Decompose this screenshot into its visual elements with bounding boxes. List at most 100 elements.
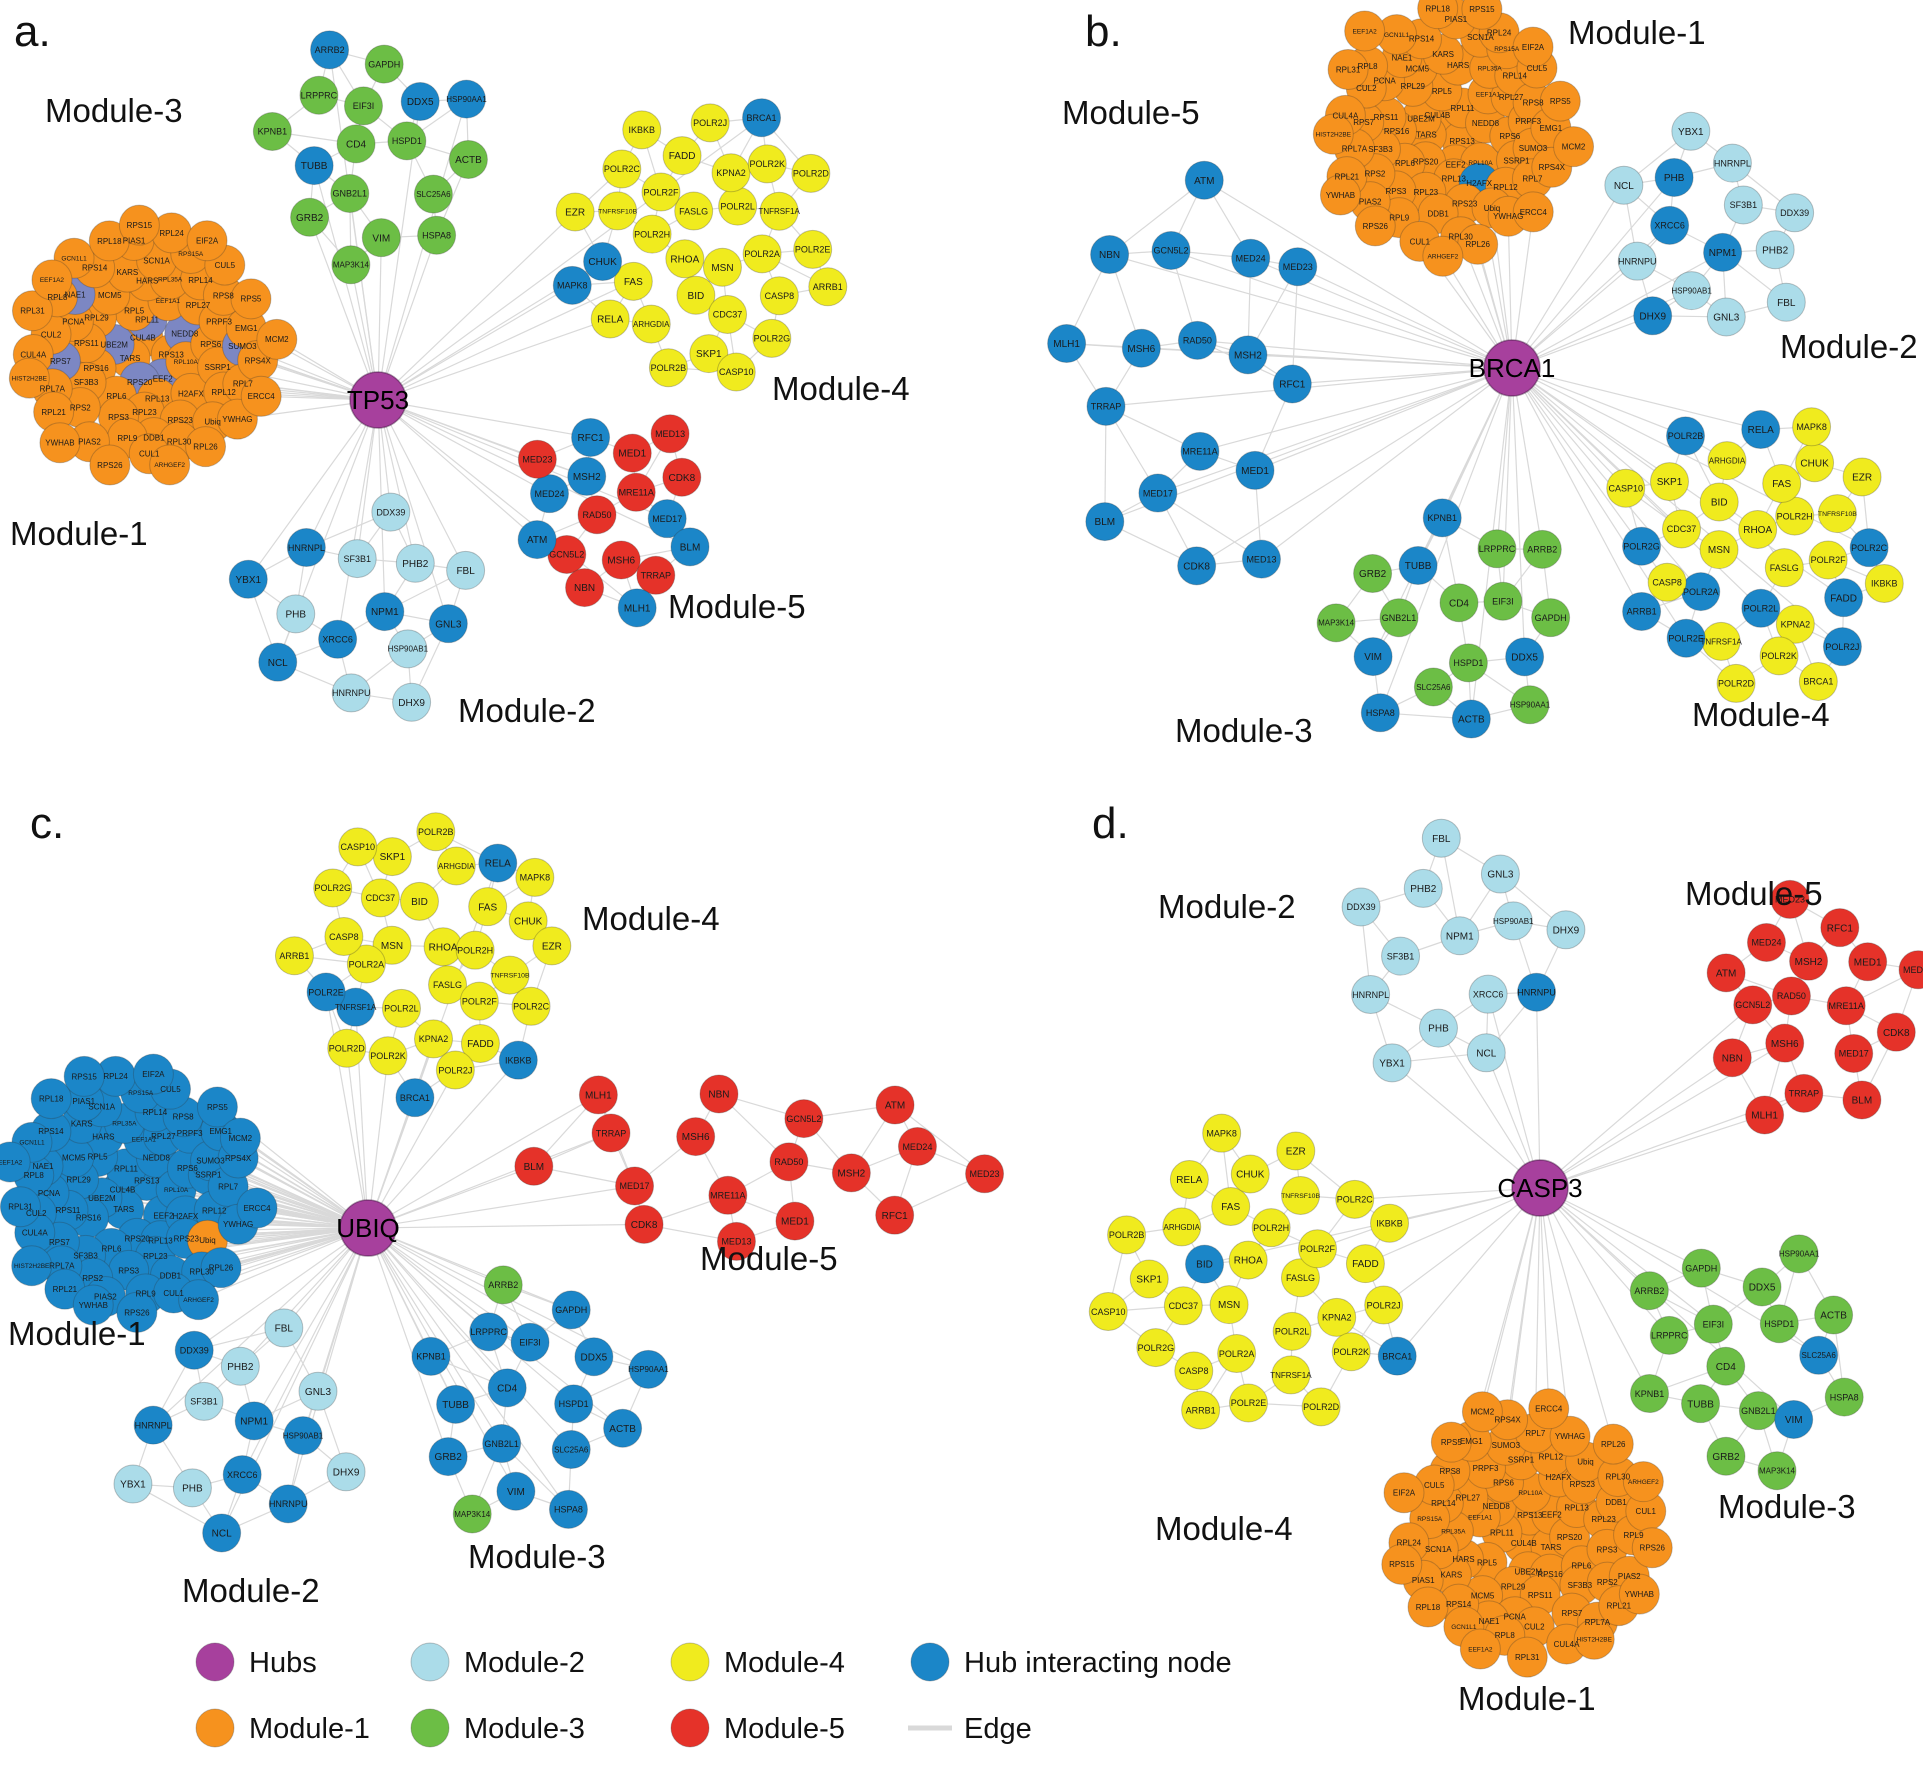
gene-node bbox=[411, 1336, 451, 1376]
gene-node bbox=[1370, 1203, 1410, 1243]
gene-node bbox=[487, 1368, 527, 1408]
gene-node-label: HSPA8 bbox=[422, 230, 451, 240]
gene-node bbox=[965, 1154, 1005, 1194]
gene-node bbox=[1477, 529, 1517, 569]
gene-node bbox=[808, 267, 848, 307]
gene-node-label: RPS23 bbox=[167, 416, 193, 425]
gene-node bbox=[1622, 526, 1662, 566]
gene-node-label: MAP3K14 bbox=[454, 1510, 491, 1519]
gene-node-label: LRPPRC bbox=[1479, 544, 1516, 554]
gene-node-label: MED13 bbox=[1903, 965, 1923, 975]
gene-node bbox=[1459, 1628, 1501, 1670]
gene-node-label: RPS26 bbox=[1640, 1544, 1666, 1553]
gene-node-label: GRB2 bbox=[1712, 1452, 1740, 1463]
gene-node-label: MCM2 bbox=[1471, 1408, 1495, 1417]
gene-node bbox=[428, 965, 468, 1005]
gene-node-label: FAS bbox=[1772, 479, 1791, 490]
gene-node-label: TRRAP bbox=[641, 571, 672, 581]
hub-edge bbox=[367, 1055, 389, 1229]
gene-node bbox=[1353, 637, 1393, 677]
gene-node-label: CASP8 bbox=[329, 932, 359, 942]
gene-node-label: RPS11 bbox=[1374, 113, 1399, 122]
gene-node-label: POLR2G bbox=[1138, 1343, 1175, 1353]
gene-node-label: RPS4X bbox=[1539, 163, 1566, 172]
gene-node-label: RPL24 bbox=[1397, 1539, 1422, 1548]
gene-node-label: RPL29 bbox=[1501, 1582, 1526, 1591]
gene-node-label: VIM bbox=[1364, 652, 1382, 663]
gene-node bbox=[1654, 158, 1694, 198]
gene-node-label: SF3B1 bbox=[190, 1397, 218, 1407]
hub-edge bbox=[1539, 1057, 1733, 1189]
gene-node-label: Ubiq bbox=[204, 418, 220, 427]
gene-node-label: RPL13 bbox=[1564, 1503, 1589, 1512]
gene-node bbox=[283, 1416, 323, 1456]
gene-node bbox=[1746, 922, 1786, 962]
gene-node-label: NAE1 bbox=[33, 1162, 54, 1171]
gene-node-label: RPS7 bbox=[1353, 118, 1374, 127]
gene-node-label: POLR2F bbox=[1300, 1244, 1336, 1254]
gene-node bbox=[343, 86, 383, 126]
gene-node bbox=[1379, 598, 1419, 638]
gene-node-label: BRCA1 bbox=[1803, 677, 1833, 687]
gene-node bbox=[326, 1452, 366, 1492]
gene-node-label: RPL7A bbox=[1585, 1618, 1611, 1627]
gene-node-label: MLH1 bbox=[585, 1091, 612, 1102]
gene-node-label: GRB2 bbox=[296, 213, 324, 224]
gene-node-label: KPNA2 bbox=[419, 1034, 449, 1044]
gene-node-label: RPS15 bbox=[1469, 5, 1495, 14]
gene-node bbox=[186, 220, 228, 262]
gene-node-label: RPL24 bbox=[1487, 29, 1512, 38]
gene-node-label: VIM bbox=[1785, 1415, 1803, 1426]
gene-node bbox=[1647, 562, 1687, 602]
gene-node-label: TNFRSF10B bbox=[1818, 511, 1857, 518]
gene-node bbox=[387, 121, 427, 161]
gene-node-label: POLR2C bbox=[1851, 543, 1888, 553]
hub-edge bbox=[1539, 1187, 1571, 1437]
gene-node-label: SF3B3 bbox=[1368, 145, 1393, 154]
gene-node bbox=[116, 1291, 158, 1333]
gene-node bbox=[1228, 1383, 1268, 1423]
gene-node-label: TNFRSF10B bbox=[491, 973, 530, 980]
gene-node-label: EZR bbox=[565, 208, 585, 219]
gene-node-label: ARRB1 bbox=[279, 951, 309, 961]
gene-node bbox=[337, 539, 377, 579]
gene-node bbox=[1617, 241, 1657, 281]
gene-node bbox=[11, 1245, 53, 1287]
gene-node-label: POLR2F bbox=[1811, 555, 1847, 565]
gene-node bbox=[1331, 1332, 1371, 1372]
gene-node bbox=[1666, 618, 1706, 658]
gene-node-label: FAS bbox=[1221, 1202, 1240, 1213]
gene-node bbox=[1185, 1244, 1225, 1284]
gene-node bbox=[615, 1166, 655, 1206]
gene-node-label: EIF2A bbox=[1393, 1489, 1416, 1498]
gene-node bbox=[200, 1247, 242, 1289]
gene-node bbox=[482, 1424, 522, 1464]
gene-node bbox=[1826, 986, 1866, 1026]
gene-node-label: CDC37 bbox=[1667, 524, 1697, 534]
gene-node-label: RELA bbox=[1748, 425, 1774, 436]
gene-node-label: CASP10 bbox=[719, 367, 754, 377]
hub-edge bbox=[1109, 253, 1513, 369]
gene-node-label: GNB2L1 bbox=[484, 1439, 519, 1449]
gene-node-label: BRCA1 bbox=[1382, 1351, 1412, 1361]
gene-node-label: MLH1 bbox=[624, 603, 651, 614]
gene-node bbox=[1235, 450, 1275, 490]
gene-node-label: BID bbox=[1711, 498, 1728, 509]
gene-node-label: ATM bbox=[527, 535, 547, 546]
gene-node bbox=[1335, 1179, 1375, 1219]
gene-node bbox=[875, 1195, 915, 1235]
gene-node bbox=[1775, 604, 1815, 644]
gene-node-label: CHUK bbox=[588, 257, 617, 268]
gene-node-label: PHB2 bbox=[1410, 884, 1437, 895]
gene-node-label: ARHGDIA bbox=[1164, 1223, 1201, 1232]
gene-node-label: EMG1 bbox=[1539, 124, 1562, 133]
gene-node-label: DHX9 bbox=[1639, 311, 1666, 322]
gene-node-label: PHB bbox=[1664, 173, 1685, 184]
gene-node bbox=[1138, 473, 1178, 513]
gene-node bbox=[118, 204, 160, 246]
gene-node-label: BRCA1 bbox=[747, 113, 777, 123]
gene-node-label: DDX39 bbox=[1347, 902, 1376, 912]
panel-letter: d. bbox=[1092, 799, 1129, 848]
gene-node bbox=[1512, 26, 1554, 68]
